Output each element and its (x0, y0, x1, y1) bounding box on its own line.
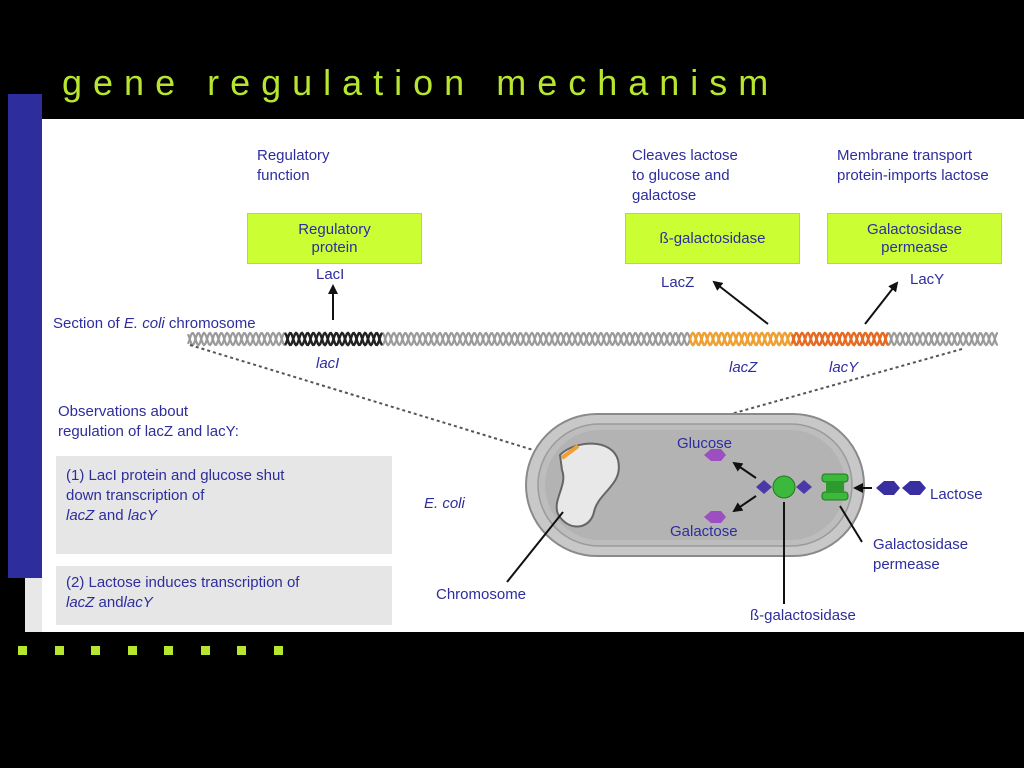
chromosome-label-suffix: chromosome (164, 315, 256, 332)
gene-lacz-label: lacZ (729, 359, 758, 376)
observation-1-line: down transcription of (66, 487, 205, 504)
observations-heading-line: Observations about (58, 403, 189, 420)
regulatory-function-line: Regulatory (257, 147, 330, 164)
cell-beta-gal-label: ß-galactosidase (750, 607, 856, 624)
regulatory-protein-line: Regulatory (298, 220, 371, 238)
galactose-molecule-icon (704, 511, 726, 523)
regulatory-function-line: function (257, 167, 310, 184)
cleaves-lactose-text: Cleaves lactose to glucose and galactose (632, 146, 738, 206)
observation-2-line: (2) Lactose induces transcription of (66, 574, 300, 591)
membrane-line: protein-imports lactose (837, 167, 989, 184)
permease-line: Galactosidase (866, 220, 963, 238)
dna-helix-lacy-segment (790, 331, 889, 347)
gene-lacy-label: lacY (829, 359, 859, 376)
permease-box: Galactosidase permease (827, 213, 1002, 264)
bullet-dot (164, 646, 173, 655)
cell-permease-line: Galactosidase (873, 536, 969, 553)
dna-strand-lacy (790, 331, 889, 347)
regulatory-protein-box: Regulatory protein (247, 213, 422, 264)
observation-1-line: (1) LacI protein and glucose shut (66, 467, 285, 484)
chromosome-label-prefix: Section of (53, 315, 124, 332)
protein-lacz-label: LacZ (661, 274, 695, 291)
cleaves-line: galactose (632, 187, 697, 204)
bullet-dot (91, 646, 100, 655)
beta-galactosidase-box: ß-galactosidase (625, 213, 800, 264)
galactose-label: Galactose (670, 523, 738, 540)
beta-galactosidase-icon (756, 475, 812, 499)
bullet-dot (200, 646, 210, 655)
cleaves-line: Cleaves lactose (632, 147, 738, 164)
dna-helix-laci-segment (284, 331, 383, 347)
protein-lacy-label: LacY (910, 271, 945, 288)
cleaves-line: to glucose and (632, 167, 730, 184)
bullet-dot (54, 646, 64, 655)
cell-permease-label: Galactosidase permease (873, 535, 968, 575)
observation-1-genes: lacZ and lacY (66, 506, 382, 526)
regulatory-function-text: Regulatory function (257, 146, 330, 186)
observation-1-conjunction: and (94, 507, 128, 524)
observation-1-box: (1) LacI protein and glucose shut down t… (56, 456, 392, 554)
observation-1-gene: lacY (127, 507, 157, 524)
pointer-chromosome (506, 511, 564, 583)
chromosome-section-label: Section of E. coli chromosome (53, 314, 256, 334)
bullet-dot (127, 646, 137, 655)
observations-heading: Observations about regulation of lacZ an… (58, 402, 239, 442)
gene-laci-label: lacI (316, 355, 340, 372)
chromosome-label: Chromosome (436, 586, 527, 603)
ecoli-label: E. coli (424, 495, 465, 512)
observation-2-conjunction: and (94, 594, 124, 611)
lactose-molecule-icon (876, 481, 926, 495)
cell-permease-line: permease (873, 556, 940, 573)
protein-laci-label: LacI (316, 266, 345, 283)
membrane-line: Membrane transport (837, 147, 973, 164)
regulatory-protein-line: protein (311, 238, 358, 256)
dna-strand-lacz (688, 331, 793, 347)
arrow-lacy (864, 281, 899, 325)
zoom-line-left (189, 344, 567, 461)
glucose-label: Glucose (677, 435, 733, 452)
membrane-transport-text: Membrane transport protein-imports lacto… (837, 146, 989, 186)
arrow-to-galactose (732, 495, 757, 513)
pointer-permease (839, 505, 863, 543)
chromosome-loop-icon (555, 442, 620, 528)
dna-helix-lacz-segment (688, 331, 793, 347)
side-accent-bar-light (25, 578, 42, 632)
bullet-dot (237, 646, 246, 655)
observation-2-gene: lacZ (66, 594, 95, 611)
observations-heading-line: regulation of lacZ and lacY: (58, 423, 239, 440)
arrow-lacz (712, 280, 769, 325)
bullet-dot (273, 646, 283, 655)
observation-1-gene: lacZ (66, 507, 95, 524)
side-accent-bar (8, 94, 42, 578)
permease-line: permease (881, 238, 948, 256)
observation-2-genes: lacZ andlacY (66, 593, 382, 613)
lactose-label: Lactose (930, 486, 983, 503)
glucose-molecule-icon (704, 449, 726, 461)
arrow-to-glucose (732, 461, 757, 479)
observation-2-gene: lacY (123, 594, 153, 611)
beta-galactosidase-label: ß-galactosidase (659, 229, 766, 247)
slide-title: gene regulation mechanism (62, 62, 780, 103)
dna-strand-laci (284, 331, 383, 347)
permease-icon (821, 473, 849, 501)
bullet-dot (18, 646, 27, 655)
chromosome-label-species: E. coli (123, 315, 165, 332)
observation-2-box: (2) Lactose induces transcription of lac… (56, 566, 392, 625)
